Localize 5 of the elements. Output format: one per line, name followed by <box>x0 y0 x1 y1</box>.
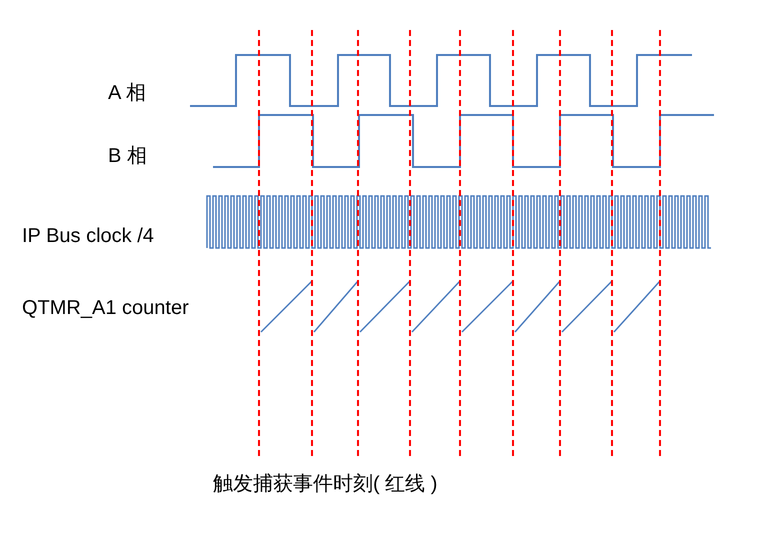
signal-label: IP Bus clock /4 <box>22 224 154 248</box>
signal-label: B 相 <box>108 144 147 168</box>
caption: 触发捕获事件时刻( 红线 ) <box>213 472 438 496</box>
signal-label: A 相 <box>108 81 146 105</box>
signal-label: QTMR_A1 counter <box>22 296 189 320</box>
